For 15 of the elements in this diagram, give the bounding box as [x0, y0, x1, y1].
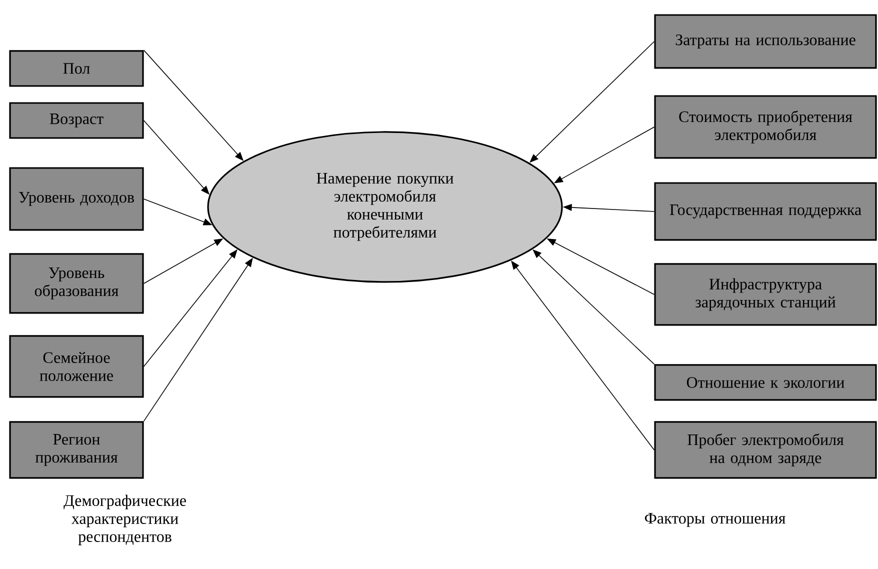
arrow [511, 260, 655, 450]
factor-box: Регион проживания [9, 421, 144, 479]
factor-box: Возраст [9, 102, 144, 139]
factor-box: Пробег электромобиля на одном заряде [654, 421, 877, 479]
factor-box: Отношение к экологии [654, 364, 877, 401]
factor-box: Государственная поддержка [654, 182, 877, 241]
group-caption: Демографические характеристики респондентов [64, 494, 186, 546]
factor-box: Затраты на использование [654, 14, 877, 69]
factor-box: Стоимость приобретения электромобиля [654, 95, 877, 159]
factor-box: Инфраструктура зарядочных станций [654, 263, 877, 326]
factor-box: Пол [9, 50, 144, 87]
factor-box: Уровень образования [9, 253, 144, 314]
factor-box: Семейное положение [9, 335, 144, 398]
group-caption: Факторы отношения [644, 513, 786, 527]
factor-box: Уровень доходов [9, 167, 144, 231]
